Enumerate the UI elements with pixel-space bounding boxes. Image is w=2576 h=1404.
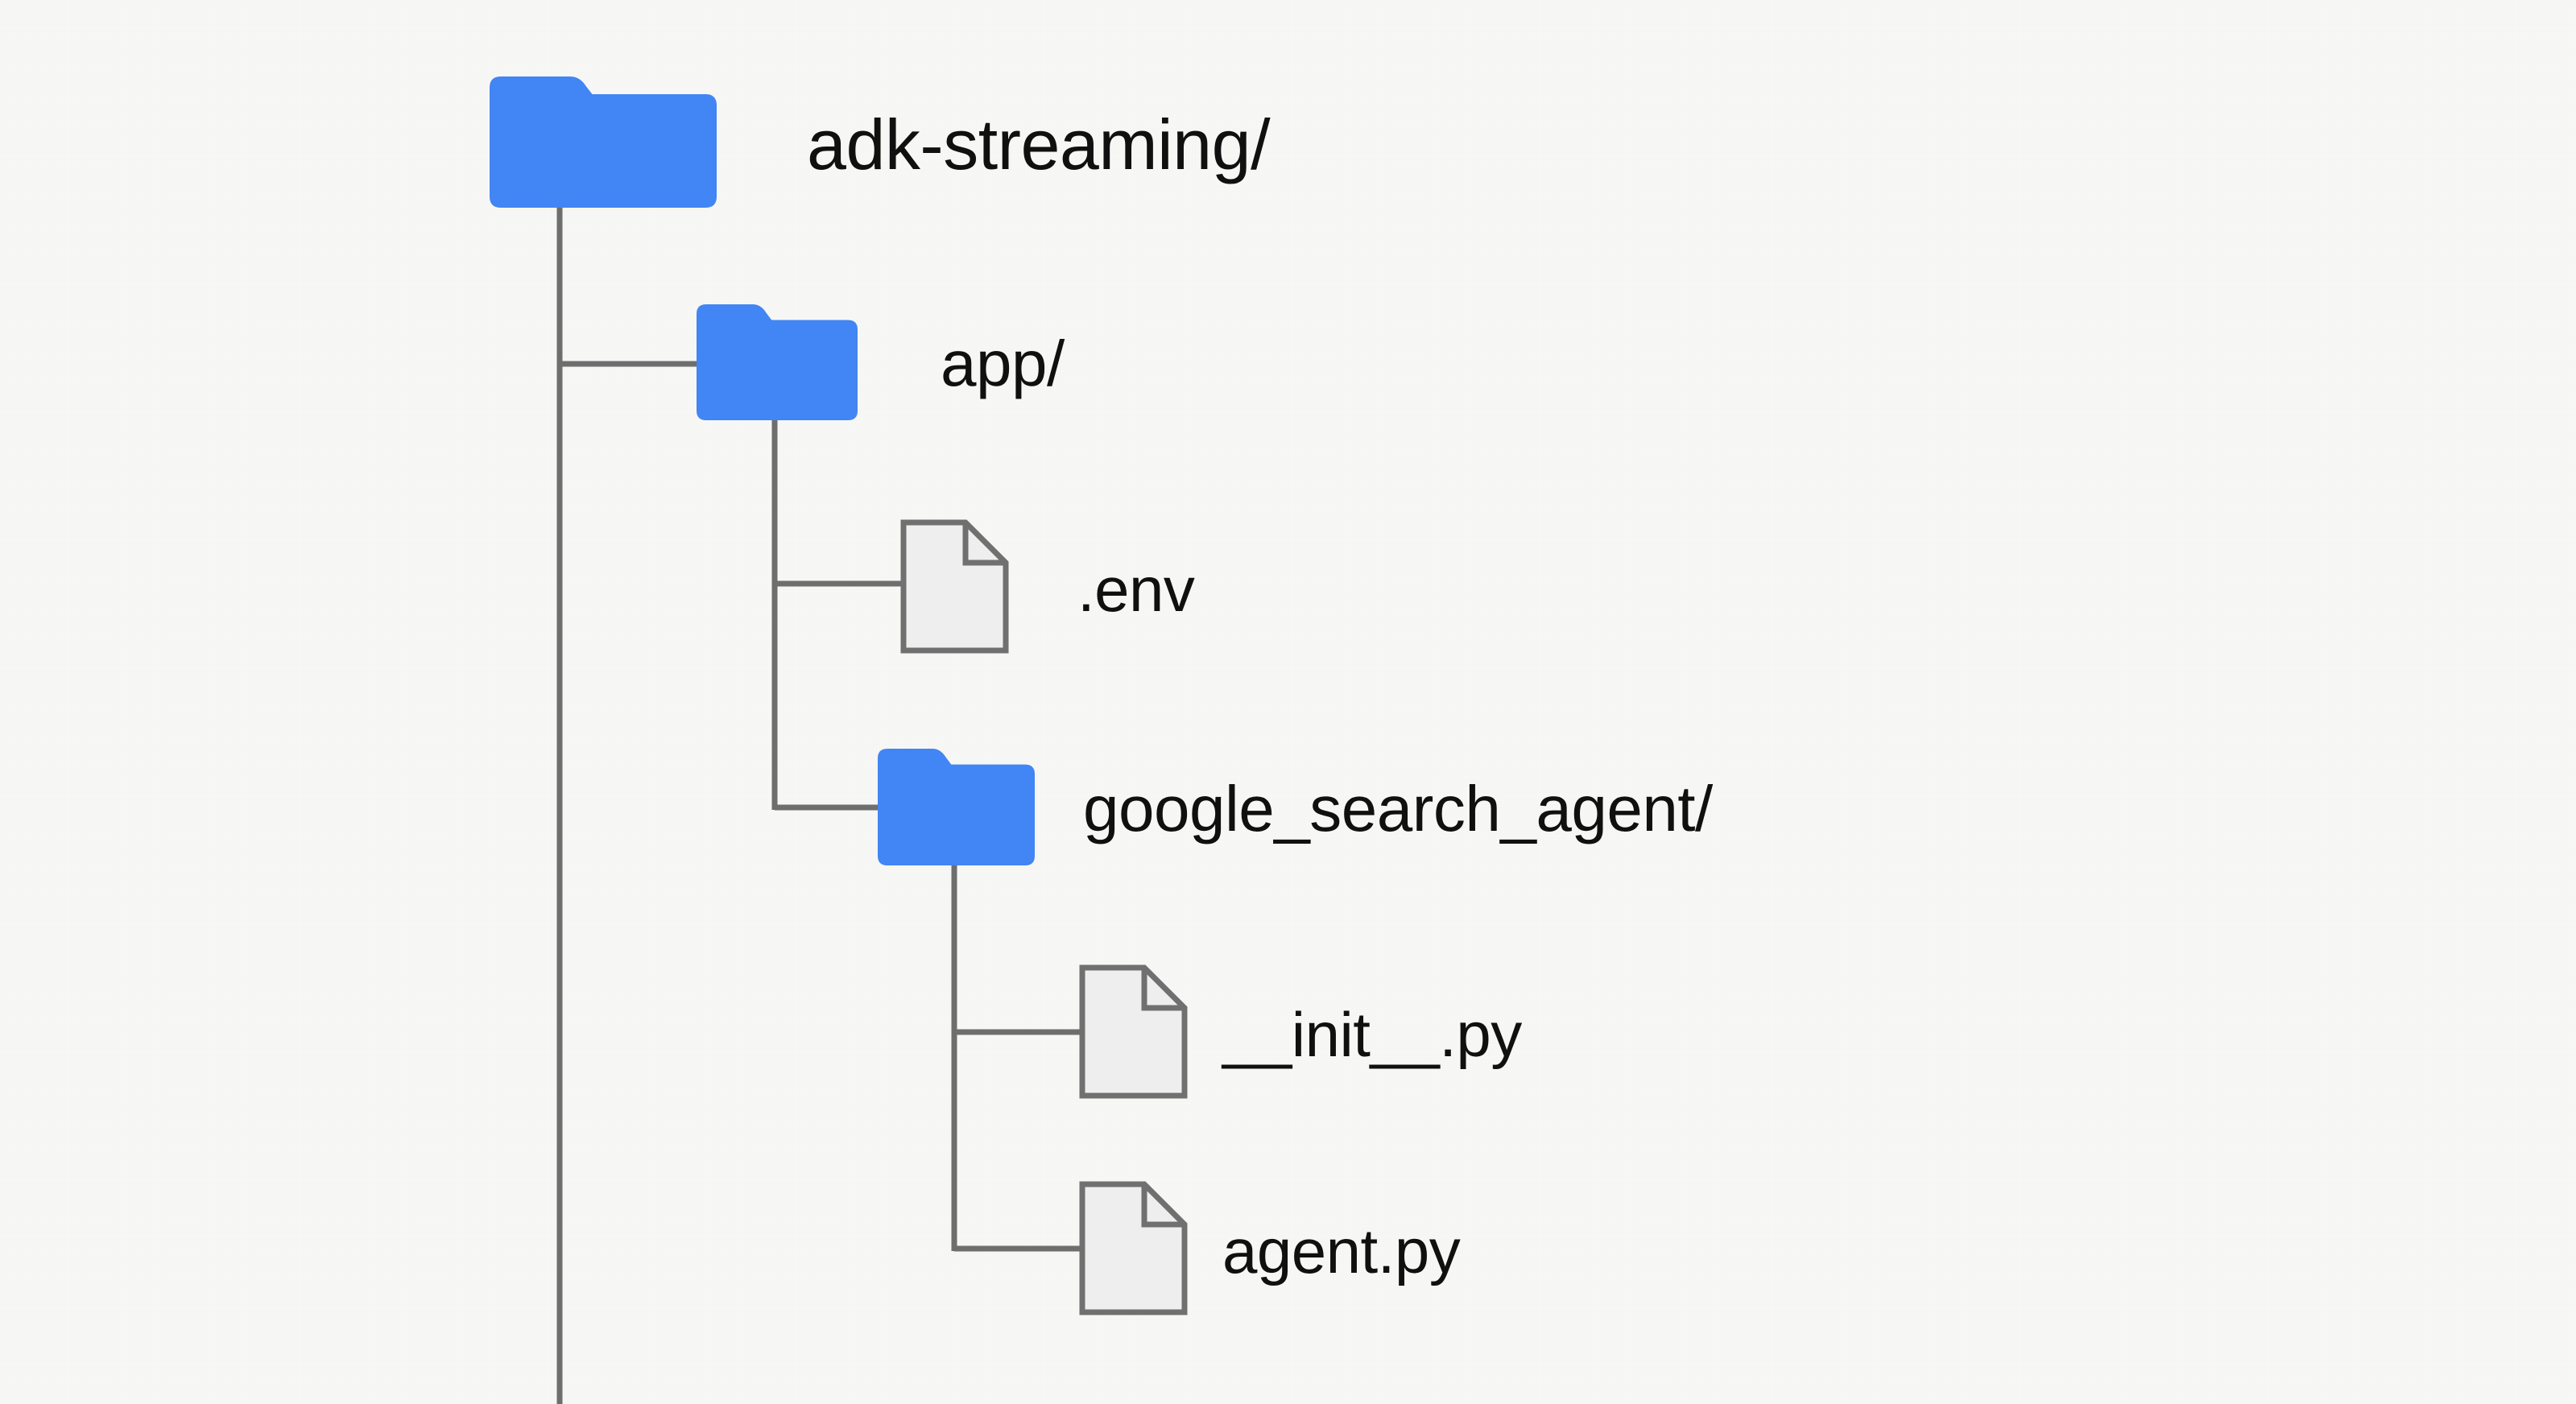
file-body: [900, 519, 1009, 654]
folder-icon: [878, 749, 1035, 865]
folder-icon-root[interactable]: [490, 76, 717, 208]
node-label-root: adk-streaming/: [807, 105, 1271, 184]
file-icon-env[interactable]: [900, 519, 1009, 654]
folder-icon-app[interactable]: [697, 304, 858, 420]
node-label-google_search_agent: google_search_agent/: [1083, 773, 1713, 844]
file-icon: [1079, 964, 1188, 1099]
folder-shape: [697, 304, 858, 420]
node-label-env: .env: [1077, 554, 1195, 625]
file-fold-corner: [1141, 1184, 1185, 1228]
folder-shape: [878, 749, 1035, 865]
folder-icon: [490, 76, 717, 208]
file-icon: [900, 519, 1009, 654]
node-label-app: app/: [941, 328, 1065, 399]
file-icon-agent_py[interactable]: [1079, 1181, 1188, 1315]
file-body: [1079, 964, 1188, 1099]
folder-shape: [490, 76, 717, 208]
file-fold-corner: [962, 522, 1006, 566]
file-icon-init_py[interactable]: [1079, 964, 1188, 1099]
file-icon: [1079, 1181, 1188, 1315]
file-body: [1079, 1181, 1188, 1315]
folder-icon: [697, 304, 858, 420]
file-fold-corner: [1141, 968, 1185, 1011]
folder-icon-google_search_agent[interactable]: [878, 749, 1035, 865]
node-label-init_py: __init__.py: [1222, 999, 1522, 1070]
node-label-agent_py: agent.py: [1222, 1216, 1461, 1286]
